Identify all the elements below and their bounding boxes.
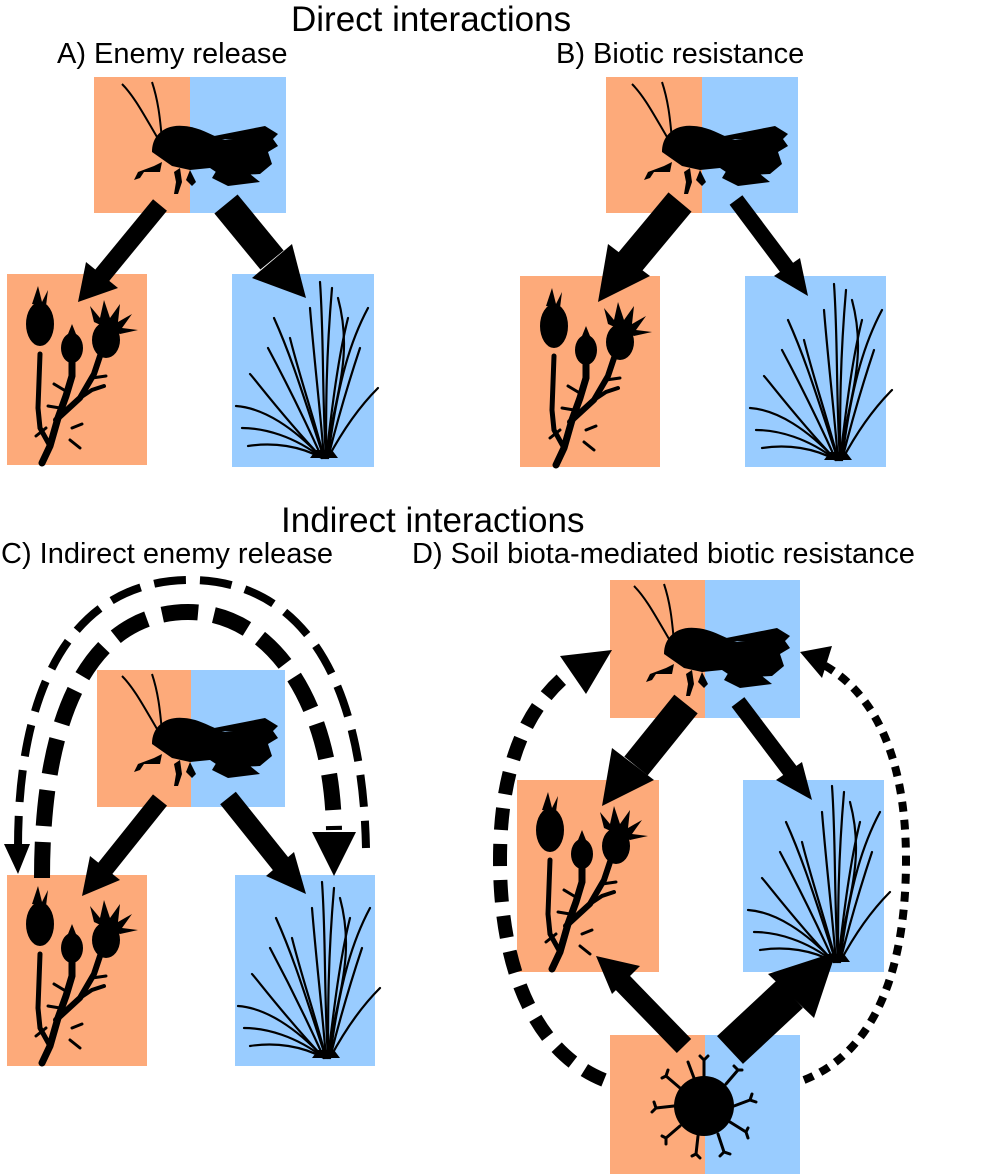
- panel-d-thistle-box: [517, 780, 659, 972]
- panel-c-title: C) Indirect enemy release: [1, 538, 334, 570]
- panel-c-thistle-box: [7, 875, 147, 1066]
- panel-b-diagram: [520, 77, 894, 467]
- panel-b-title: B) Biotic resistance: [556, 38, 805, 70]
- panel-d-dotted-arc-right: [800, 646, 911, 1084]
- panel-b-arrow-to-thistle: [598, 192, 692, 302]
- panel-d-arrow-herbivore-to-thistle: [602, 694, 698, 806]
- panel-d-arrow-soil-to-thistle: [596, 956, 692, 1053]
- panel-a-title: A) Enemy release: [57, 38, 288, 70]
- panel-c-diagram: [4, 575, 382, 1066]
- panel-d-diagram: [492, 580, 911, 1174]
- panel-c-grass-box: [235, 875, 375, 1066]
- panel-a-grass-box: [232, 274, 374, 467]
- heading-direct-interactions: Direct interactions: [291, 0, 572, 39]
- panel-c-outer-dashed-arc: [4, 575, 370, 874]
- panel-c-arrow-to-thistle: [82, 794, 168, 896]
- panel-b-arrow-to-grass: [729, 195, 808, 296]
- panel-a-arrow-to-grass: [214, 194, 306, 298]
- panel-d-arrow-soil-to-grass: [717, 952, 836, 1064]
- panel-d-title: D) Soil biota-mediated biotic resistance: [412, 538, 915, 570]
- panel-a-diagram: [7, 77, 380, 467]
- panel-d-arrow-herbivore-to-grass: [731, 697, 812, 800]
- panel-d-dotted-arc-left: [492, 650, 612, 1087]
- panel-a-thistle-box: [7, 274, 147, 465]
- panel-a-arrow-to-thistle: [78, 199, 167, 302]
- panel-c-arrow-to-grass: [220, 791, 306, 894]
- panel-c-inner-dashed-arc: [34, 603, 356, 879]
- panel-b-grass-box: [745, 276, 886, 467]
- panel-b-thistle-box: [520, 276, 660, 467]
- heading-indirect-interactions: Indirect interactions: [281, 501, 585, 540]
